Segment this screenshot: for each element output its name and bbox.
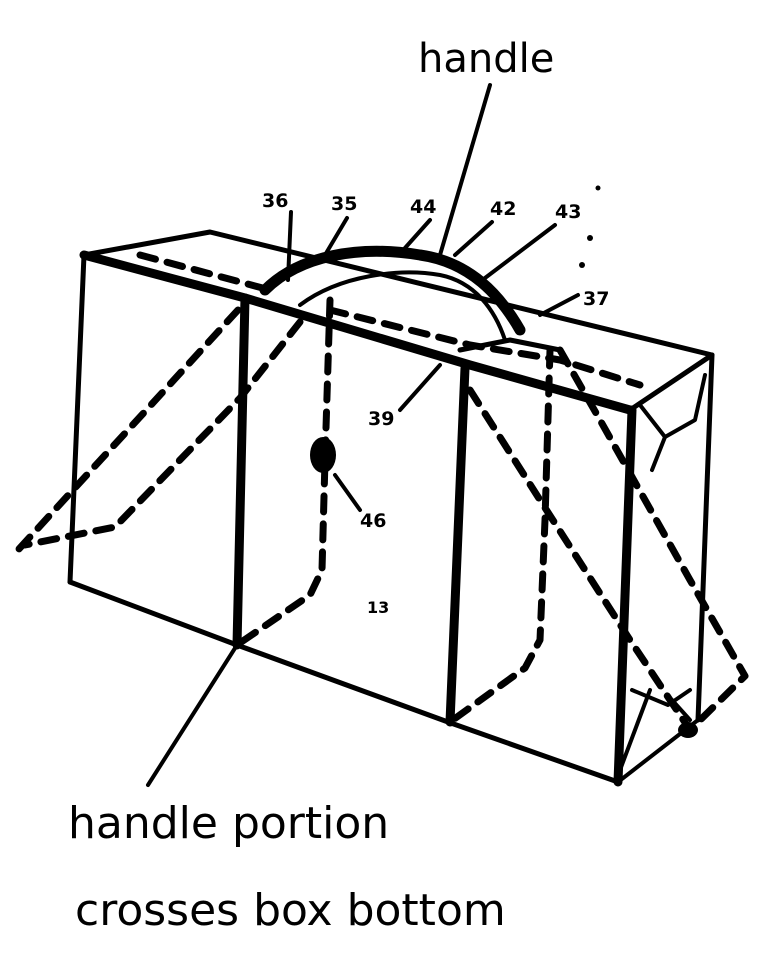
ref-13: 13	[367, 598, 389, 617]
handle-strap-far-right	[556, 346, 749, 734]
leader-caption	[146, 643, 239, 787]
box-left-end-front-edge	[67, 252, 87, 585]
dot-mark	[587, 235, 593, 241]
box-right-back-edge	[695, 352, 715, 723]
dot-mark	[579, 262, 585, 268]
hidden-top-inner-line-2	[326, 306, 644, 389]
ref-46: 46	[360, 510, 386, 532]
handle-strap-center-vertical	[233, 296, 334, 649]
dot-mark	[595, 185, 601, 191]
box-front-fold-line	[445, 363, 470, 727]
leader-42	[453, 220, 494, 257]
leader-39	[398, 363, 442, 412]
knot-46	[310, 437, 336, 473]
caption-line-2: crosses box bottom	[75, 885, 506, 936]
leader-lines	[146, 83, 601, 787]
leader-36	[286, 210, 293, 282]
ref-42: 42	[490, 198, 516, 220]
reference-numerals: 36 35 44 42 43 37 39 46 13	[262, 190, 609, 617]
ref-39: 39	[368, 408, 394, 430]
handle-arch-outer	[259, 245, 526, 336]
annotations: handle handle portion crosses box bottom	[68, 36, 554, 936]
knot-bottom-right	[678, 722, 698, 738]
box-front-bottom-edge	[234, 642, 621, 785]
ref-36: 36	[262, 190, 288, 212]
leader-35	[323, 216, 349, 257]
leader-46	[333, 473, 362, 512]
end-flap-tab	[650, 435, 667, 472]
leader-43	[483, 223, 557, 280]
leader-37	[538, 293, 580, 317]
box-outline	[67, 229, 715, 787]
ref-37: 37	[583, 288, 609, 310]
leader-handle	[438, 83, 492, 257]
box-front-right-corner	[613, 405, 637, 787]
leader-44	[403, 218, 432, 250]
handle-arch-inner	[298, 270, 507, 342]
box-front-left-corner	[232, 293, 250, 650]
handle-strap-right-diagonal	[466, 386, 694, 734]
handle-grip-end-right	[457, 337, 563, 353]
box-top-right-edge	[627, 352, 715, 413]
ref-43: 43	[555, 201, 581, 223]
handle-strap-right-vertical	[446, 346, 554, 726]
box-left-bottom-edge	[67, 579, 240, 648]
caption-line-1: handle portion	[68, 798, 389, 849]
handle	[259, 245, 563, 353]
hidden-lines	[14, 251, 749, 738]
label-handle: handle	[418, 36, 554, 82]
ref-35: 35	[331, 193, 357, 215]
ref-44: 44	[410, 196, 436, 218]
end-flap-fold	[638, 373, 707, 439]
handle-strap-left-inner	[21, 318, 304, 549]
handle-strap-left-outer	[14, 306, 242, 554]
hidden-top-inner-line	[136, 251, 274, 294]
